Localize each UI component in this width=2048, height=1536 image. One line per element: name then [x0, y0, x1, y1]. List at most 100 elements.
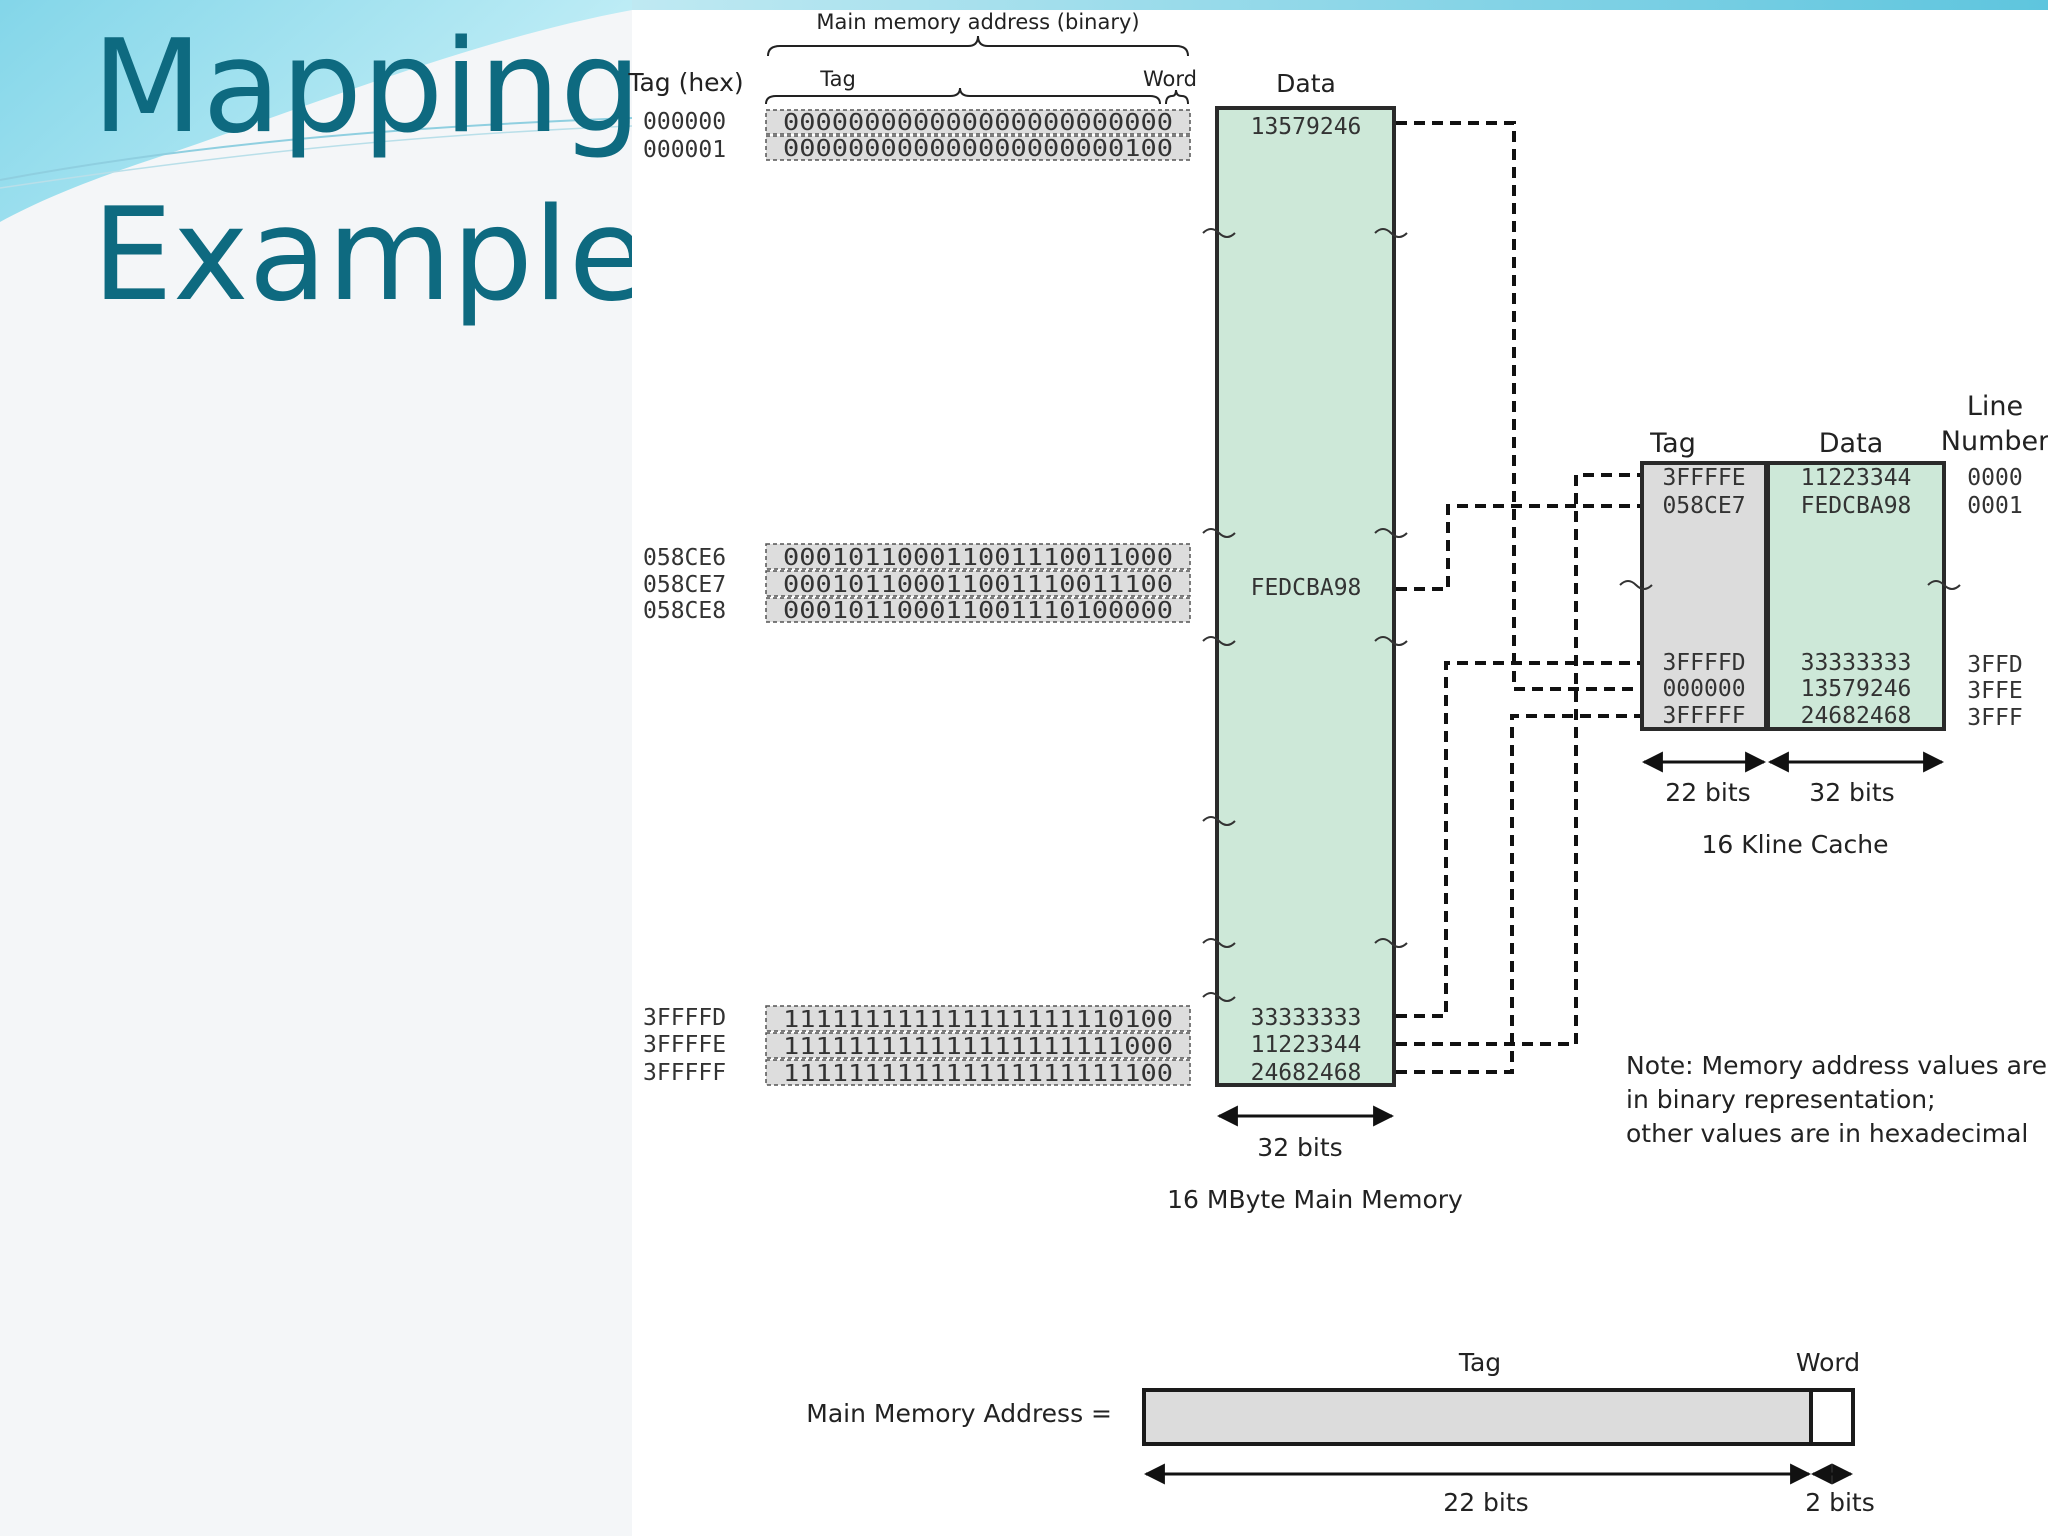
top-accent-strip — [632, 0, 2048, 10]
memory-data-value: 11223344 — [1251, 1032, 1362, 1058]
memory-row: 058CE7 000101100011001110011100 — [643, 570, 1191, 598]
address-format-label: Main Memory Address = — [806, 1399, 1112, 1428]
cache-line-number: 0000 — [1967, 465, 2022, 491]
memory-row-tag: 058CE8 — [643, 598, 726, 624]
memory-data-value: 33333333 — [1251, 1005, 1362, 1031]
cache-line-number: 3FFD — [1967, 652, 2022, 678]
tag-brace — [765, 87, 1161, 105]
cache-caption: 16 Kline Cache — [1702, 830, 1889, 859]
slide-decoration — [0, 0, 633, 222]
cache-line: 3FFFFF 24682468 3FFF — [1662, 703, 2022, 731]
memory-data-value: FEDCBA98 — [1251, 575, 1362, 601]
line-number-header-line2: Number — [1941, 426, 2048, 457]
memory-row-binary: 000101100011001110011000 — [783, 545, 1173, 571]
cache-break-marks — [1619, 580, 1961, 590]
memory-row-address-cell — [765, 570, 1191, 597]
memory-data-header: Data — [1276, 69, 1336, 98]
cache-line-number: 3FFF — [1967, 705, 2022, 731]
binary-word-header: Word — [1143, 67, 1197, 91]
address-brace — [767, 35, 1189, 57]
cache-line-tag: 3FFFFD — [1662, 650, 1745, 676]
slide-title-line2: Example — [92, 181, 648, 330]
line-number-header-line1: Line — [1967, 391, 2023, 422]
memory-row: 3FFFFF 111111111111111111111100 — [643, 1059, 1191, 1087]
memory-row-binary: 000000000000000000000000 — [783, 110, 1173, 136]
memory-row-address-cell — [765, 543, 1191, 570]
memory-data-value: 13579246 — [1251, 114, 1362, 140]
slide-title: Mapping Example — [92, 4, 647, 340]
cache-tag-column — [1640, 461, 1768, 731]
format-word-bits: 2 bits — [1805, 1488, 1875, 1517]
cache-line: 000000 13579246 3FFE — [1662, 676, 2022, 704]
cache-tag-width-label: 22 bits — [1665, 778, 1750, 807]
cache-line-data: 11223344 — [1801, 465, 1912, 491]
binary-tag-header: Tag — [819, 67, 856, 91]
note-line3: other values are in hexadecimal — [1626, 1119, 2028, 1148]
memory-row-address-cell — [765, 1032, 1191, 1059]
cache-line-number: 0001 — [1967, 493, 2022, 519]
cache-line-data: 24682468 — [1801, 703, 1912, 729]
address-tag-field — [1142, 1388, 1813, 1446]
map-line-000000 — [1396, 121, 1640, 691]
memory-row: 000001 000000000000000000000100 — [643, 135, 1191, 163]
mapping-lines — [1396, 121, 1640, 1074]
cache-data-header: Data — [1819, 428, 1883, 459]
memory-row-tag: 000000 — [643, 109, 726, 135]
address-word-field — [1809, 1388, 1855, 1446]
map-line-3FFFFE — [1396, 473, 1640, 1046]
word-brace — [1165, 89, 1189, 105]
note-line2: in binary representation; — [1626, 1085, 1936, 1114]
memory-row: 000000 000000000000000000000000 — [643, 109, 1191, 136]
address-caption: Main memory address (binary) — [816, 10, 1139, 34]
memory-data-value: 24682468 — [1251, 1060, 1362, 1086]
memory-row-tag: 3FFFFD — [643, 1005, 726, 1031]
cache-line-tag: 058CE7 — [1662, 493, 1745, 519]
cache-line-tag: 3FFFFE — [1662, 465, 1745, 491]
memory-row-binary: 000101100011001110100000 — [783, 598, 1173, 624]
memory-row-tag: 000001 — [643, 137, 726, 163]
cache-line-data: 33333333 — [1801, 650, 1912, 676]
memory-row-address-cell — [765, 1059, 1191, 1086]
format-tag-label: Tag — [1458, 1348, 1501, 1377]
map-line-3FFFFD — [1396, 661, 1640, 1018]
format-tag-bits: 22 bits — [1443, 1488, 1528, 1517]
memory-row-binary: 000101100011001110011100 — [783, 572, 1173, 598]
cache-line: 3FFFFD 33333333 3FFD — [1662, 650, 2022, 678]
memory-row-tag: 3FFFFE — [643, 1032, 726, 1058]
cache-data-width-label: 32 bits — [1809, 778, 1894, 807]
memory-row: 3FFFFE 111111111111111111111000 — [643, 1032, 1191, 1060]
tag-hex-header: Tag (hex) — [627, 68, 743, 97]
cache-line-tag: 000000 — [1662, 676, 1745, 702]
main-memory-block — [1215, 106, 1396, 1087]
memory-caption: 16 MByte Main Memory — [1167, 1185, 1463, 1214]
memory-row-binary: 111111111111111111110100 — [783, 1007, 1173, 1033]
cache-line-number: 3FFE — [1967, 678, 2022, 704]
memory-row-binary: 000000000000000000000100 — [783, 136, 1173, 162]
cache-line-tag: 3FFFFF — [1662, 703, 1745, 729]
memory-row-tag: 058CE6 — [643, 545, 726, 571]
memory-width-label: 32 bits — [1257, 1133, 1342, 1162]
map-line-058CE7 — [1396, 504, 1640, 591]
cache-tag-header: Tag — [1649, 428, 1696, 459]
cache-line-data: FEDCBA98 — [1801, 493, 1912, 519]
slide-left-panel: Mapping Example — [0, 0, 647, 1536]
memory-row-binary: 111111111111111111111000 — [783, 1034, 1173, 1060]
memory-row-address-cell — [765, 135, 1191, 161]
memory-row-tag: 3FFFFF — [643, 1060, 726, 1086]
memory-row: 3FFFFD 111111111111111111110100 — [643, 1005, 1191, 1033]
cache-line-data: 13579246 — [1801, 676, 1912, 702]
memory-row: 058CE6 000101100011001110011000 — [643, 543, 1191, 571]
memory-row-tag: 058CE7 — [643, 572, 726, 598]
cache-line: 3FFFFE 11223344 0000 — [1662, 465, 2022, 491]
memory-row: 058CE8 000101100011001110100000 — [643, 597, 1191, 624]
note-line1: Note: Memory address values are — [1626, 1051, 2047, 1080]
memory-row-address-cell — [765, 109, 1191, 135]
slide-title-line1: Mapping — [92, 13, 642, 162]
memory-row-binary: 111111111111111111111100 — [783, 1061, 1173, 1087]
cache-line: 058CE7 FEDCBA98 0001 — [1662, 493, 2022, 519]
memory-break-marks — [1202, 228, 1408, 1002]
memory-row-address-cell — [765, 597, 1191, 623]
map-line-3FFFFF — [1396, 714, 1640, 1074]
cache-data-column — [1766, 461, 1946, 731]
